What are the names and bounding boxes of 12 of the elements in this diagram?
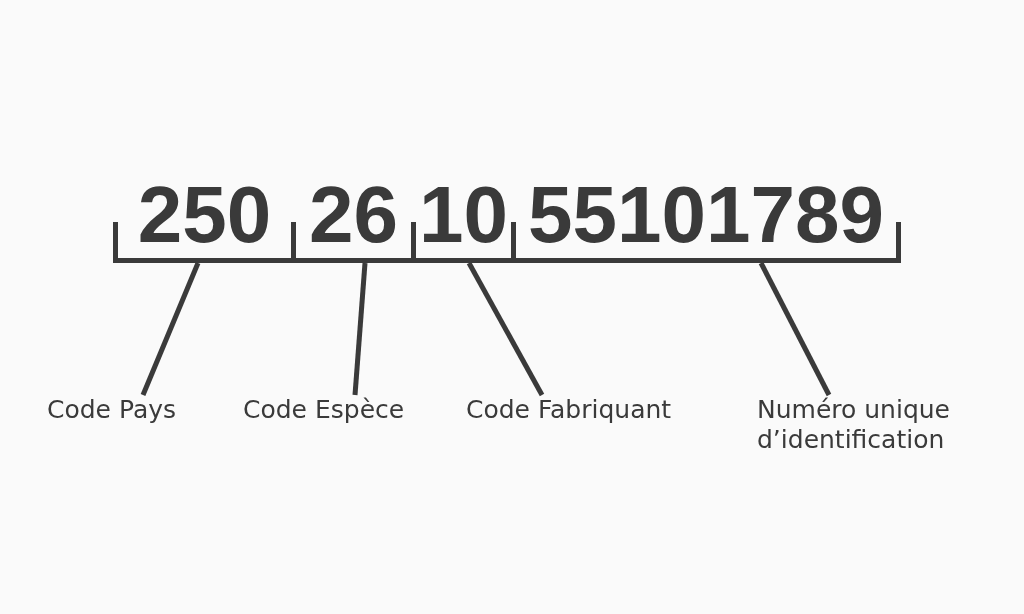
digit-group: 26 [309, 175, 398, 255]
leader-line [352, 262, 368, 396]
segment-label: Code Fabriquant [466, 395, 672, 425]
segment-label: Code Pays [47, 395, 177, 425]
leader-line [466, 261, 545, 397]
leader-line [758, 261, 832, 397]
digit-group: 10 [419, 175, 508, 255]
segment-label: Code Espèce [243, 395, 405, 425]
leader-line [140, 262, 201, 396]
digit-group: 55101789 [528, 175, 884, 255]
digit-group: 250 [137, 175, 272, 255]
segment-label: Numéro unique d’identification [757, 395, 972, 455]
